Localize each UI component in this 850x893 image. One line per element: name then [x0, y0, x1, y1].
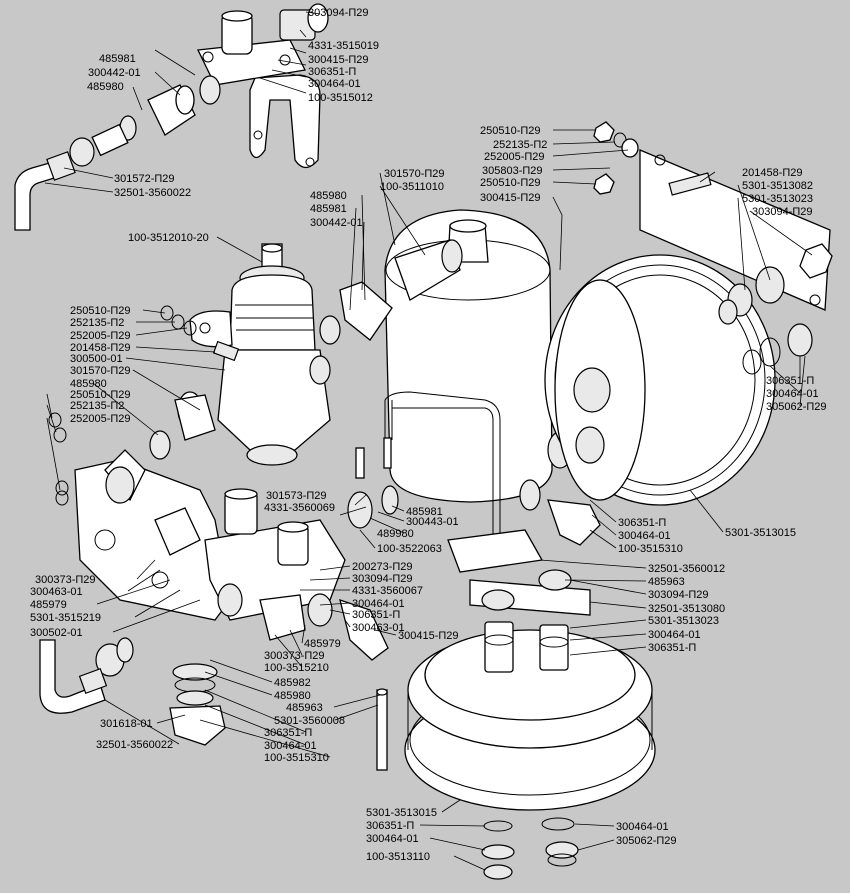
label-250510-p29-c: 250510-П29: [70, 305, 131, 317]
label-100-3515210: 100-3515210: [264, 662, 329, 674]
label-250510-p29-a: 250510-П29: [480, 125, 541, 137]
label-300464-01-f: 300464-01: [264, 740, 317, 752]
part-drawings: [14, 3, 833, 880]
label-201458-p29-a: 201458-П29: [742, 167, 803, 179]
label-300373-p29-b: 300373-П29: [264, 650, 325, 662]
label-485979-a: 485979: [30, 599, 67, 611]
label-5301-3515219: 5301-3515219: [30, 612, 101, 624]
label-250510-p29-d: 250510-П29: [70, 389, 131, 401]
label-5301-3513015-b: 5301-3513015: [366, 807, 437, 819]
label-485980-a: 485980: [87, 81, 124, 93]
label-485981-a: 485981: [99, 53, 136, 65]
label-300464-01-h: 300464-01: [616, 821, 669, 833]
label-306351-p-g: 306351-П: [366, 820, 414, 832]
label-485980-d: 485980: [274, 690, 311, 702]
label-300415-p29-c: 300415-П29: [398, 630, 459, 642]
label-32501-3513080: 32501-3513080: [648, 603, 725, 615]
label-485963-b: 485963: [286, 702, 323, 714]
label-32501-3560012: 32501-3560012: [648, 563, 725, 575]
label-100-3522063: 100-3522063: [377, 543, 442, 555]
label-300442-01-b: 300442-01: [310, 217, 363, 229]
label-301572-p29: 301572-П29: [114, 173, 175, 185]
label-5301-3513015-a: 5301-3513015: [725, 527, 796, 539]
label-305062-p29-b: 305062-П29: [616, 835, 677, 847]
label-300415-p29-a: 300415-П29: [308, 54, 369, 66]
label-301573-p29: 301573-П29: [266, 490, 327, 502]
label-300415-p29-b: 300415-П29: [480, 192, 541, 204]
lower-brake-chamber: [404, 529, 656, 880]
label-485980-b: 485980: [310, 190, 347, 202]
label-489980: 489980: [377, 528, 414, 540]
label-200273-p29: 200273-П29: [352, 561, 413, 573]
label-300442-01-a: 300442-01: [88, 67, 141, 79]
label-300500-01: 300500-01: [70, 353, 123, 365]
label-5301-3513023-a: 5301-3513023: [742, 193, 813, 205]
label-301570-p29-a: 301570-П29: [384, 168, 445, 180]
label-485979-b: 485979: [304, 638, 341, 650]
label-301618-01: 301618-01: [100, 718, 153, 730]
label-300464-01-g: 300464-01: [366, 833, 419, 845]
label-300463-01-a: 300463-01: [352, 622, 405, 634]
distributor-valve-block: [154, 437, 399, 661]
top-valve-assembly: [197, 3, 329, 169]
label-300502-01: 300502-01: [30, 627, 83, 639]
label-5301-3513082: 5301-3513082: [742, 180, 813, 192]
label-201458-p29-b: 201458-П29: [70, 342, 131, 354]
label-306351-p-b: 306351-П: [766, 375, 814, 387]
label-252005-p29-a: 252005-П29: [484, 151, 545, 163]
label-485981-c: 485981: [406, 506, 443, 518]
pressure-regulator: [189, 243, 341, 466]
label-252135-p2-c: 252135-П2: [70, 400, 124, 412]
label-485980-c: 485980: [70, 378, 107, 390]
label-303094-p29-c: 303094-П29: [648, 589, 709, 601]
label-306351-p-c: 306351-П: [618, 517, 666, 529]
label-100-3515310-a: 100-3515310: [618, 543, 683, 555]
label-306351-p-d: 306351-П: [648, 642, 696, 654]
label-306351-p-f: 306351-П: [264, 727, 312, 739]
label-300464-01-a: 300464-01: [308, 78, 361, 90]
label-303094-p29-a: 303094-П29: [308, 7, 369, 19]
label-4331-3560067: 4331-3560067: [352, 585, 423, 597]
label-305803-p29: 305803-П29: [482, 165, 543, 177]
label-100-3512010-20: 100-3512010-20: [128, 232, 209, 244]
left-mounting-bracket: [48, 305, 240, 621]
label-301570-p29-b: 301570-П29: [70, 365, 131, 377]
label-300373-p29-a: 300373-П29: [35, 574, 96, 586]
label-485963-a: 485963: [648, 576, 685, 588]
label-32501-3560022-b: 32501-3560022: [96, 739, 173, 751]
label-100-3515310-b: 100-3515310: [264, 752, 329, 764]
label-100-3511010: 100-3511010: [380, 181, 444, 193]
label-250510-p29-b: 250510-П29: [480, 177, 541, 189]
leader-lines: [44, 11, 813, 871]
label-100-3515012: 100-3515012: [308, 92, 373, 104]
part-number-labels: 303094-П29 4331-3515019 300415-П29 30635…: [30, 7, 827, 863]
label-485982: 485982: [274, 677, 311, 689]
label-303094-p29-b: 303094-П29: [752, 206, 813, 218]
label-303094-p29-d: 303094-П29: [352, 573, 413, 585]
label-5301-3513023-b: 5301-3513023: [648, 615, 719, 627]
label-300464-01-d: 300464-01: [648, 629, 701, 641]
label-32501-3560022-a: 32501-3560022: [114, 187, 191, 199]
label-300443-01: 300443-01: [406, 516, 459, 528]
label-300464-01-e: 300464-01: [352, 598, 405, 610]
label-252135-p2-b: 252135-П2: [70, 317, 124, 329]
label-300463-01-b: 300463-01: [30, 586, 83, 598]
label-4331-3560069: 4331-3560069: [264, 502, 335, 514]
label-485981-b: 485981: [310, 203, 347, 215]
label-300464-01-b: 300464-01: [766, 388, 819, 400]
lower-left-hose: [39, 637, 134, 714]
label-4331-3515019: 4331-3515019: [308, 40, 379, 52]
label-5301-3560008: 5301-3560008: [274, 715, 345, 727]
label-306351-p-e: 306351-П: [352, 609, 400, 621]
label-100-3513110: 100-3513110: [366, 851, 430, 863]
label-305062-p29-a: 305062-П29: [766, 401, 827, 413]
label-306351-p-a: 306351-П: [308, 66, 356, 78]
label-252135-p2-a: 252135-П2: [493, 139, 547, 151]
upper-left-fittings: [14, 75, 221, 231]
label-300464-01-c: 300464-01: [618, 530, 671, 542]
label-252005-p29-b: 252005-П29: [70, 330, 131, 342]
label-252005-p29-c: 252005-П29: [70, 413, 131, 425]
